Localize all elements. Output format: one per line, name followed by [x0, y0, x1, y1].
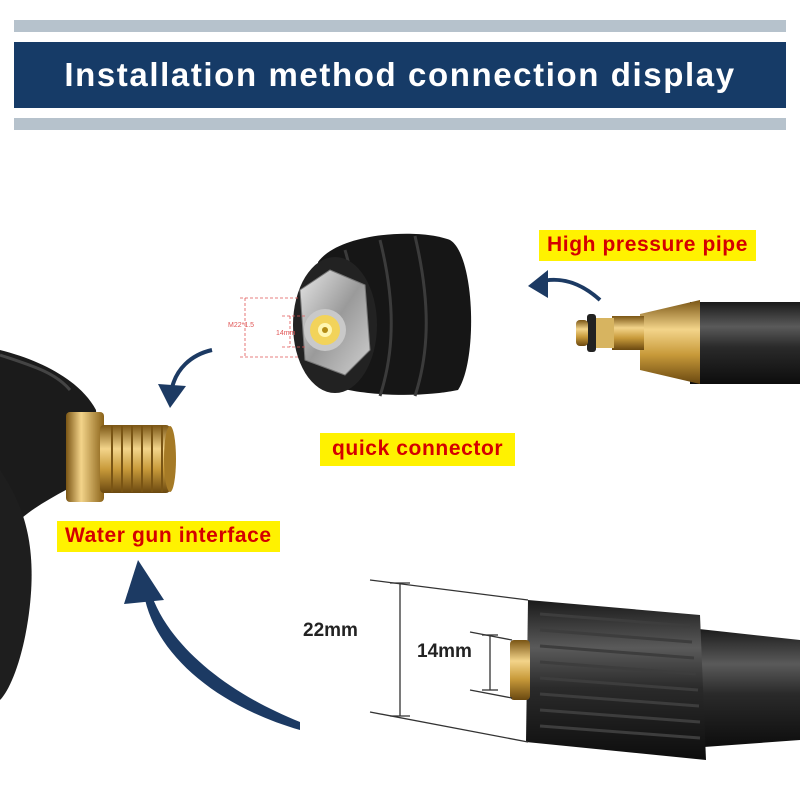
- water-gun: [0, 350, 176, 700]
- label-high-pressure-pipe: High pressure pipe: [539, 230, 757, 261]
- connector-dimension-lines: [240, 297, 305, 358]
- title-banner: Installation method connection display: [14, 42, 786, 108]
- hose-dimension-lines: [369, 579, 529, 743]
- connector-thread-label: M22*1.5: [228, 322, 255, 329]
- dimension-inner-14mm: 14mm: [417, 641, 472, 662]
- label-quick-connector: quick connector: [320, 433, 516, 466]
- connector-inner-label: 14mm: [276, 330, 296, 337]
- arrow-hose-to-gun: [124, 560, 300, 730]
- arrow-pipe-to-connector: [528, 270, 602, 302]
- arrow-connector-to-gun: [158, 348, 213, 408]
- dimension-outer-22mm: 22mm: [303, 620, 358, 641]
- quick-connector: [293, 233, 472, 397]
- hose-end: [510, 600, 800, 760]
- header-stripe-top: [14, 20, 786, 32]
- header-stripe-bottom: [14, 118, 786, 130]
- high-pressure-pipe: [576, 300, 800, 384]
- label-water-gun-interface: Water gun interface: [57, 521, 280, 552]
- page-title: Installation method connection display: [64, 56, 736, 93]
